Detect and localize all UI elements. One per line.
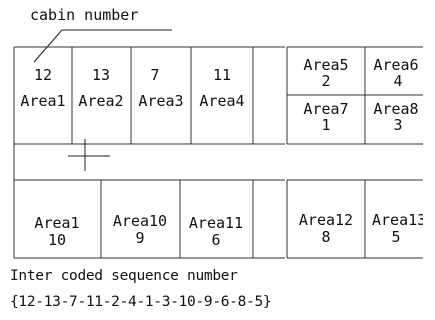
cabin-leader-line xyxy=(33,29,63,63)
cabin-number: 6 xyxy=(211,231,220,249)
area-label: Area7 xyxy=(303,100,348,118)
area-label: Area10 xyxy=(113,212,167,230)
cabin-number: 13 xyxy=(92,66,110,84)
cabin-number: 12 xyxy=(34,66,52,84)
cabin-number: 3 xyxy=(393,116,402,134)
right-bottom-row: Area12 8 Area13 5 xyxy=(299,211,426,246)
sequence-caption: Inter coded sequence number xyxy=(10,268,238,284)
cabin-number: 10 xyxy=(48,231,66,249)
left-block-lines xyxy=(13,46,285,259)
area-label: Area4 xyxy=(199,92,244,110)
cabin-number: 8 xyxy=(321,228,330,246)
area-label: Area2 xyxy=(78,92,123,110)
cabin-number: 9 xyxy=(135,229,144,247)
area-label: Area1 xyxy=(20,92,65,110)
area-label: Area6 xyxy=(373,56,418,74)
cabin-number: 1 xyxy=(321,116,330,134)
cabin-number: 11 xyxy=(213,66,231,84)
area-label: Area5 xyxy=(303,56,348,74)
cabin-number-caption: cabin number xyxy=(30,6,138,24)
left-bottom-row: Area1 10 Area10 9 Area11 6 xyxy=(34,212,243,249)
area-label: Area1 xyxy=(34,214,79,232)
sequence-value: {12-13-7-11-2-4-1-3-10-9-6-8-5} xyxy=(10,294,272,310)
right-block-lines xyxy=(286,46,423,259)
area-label: Area11 xyxy=(189,214,243,232)
left-top-row: 12 Area1 13 Area2 7 Area3 11 Area4 xyxy=(20,66,244,110)
area-label: Area12 xyxy=(299,211,353,229)
area-label: Area8 xyxy=(373,100,418,118)
cabin-number: 4 xyxy=(393,72,402,90)
cabin-number: 5 xyxy=(391,228,400,246)
crosshair-marker xyxy=(68,139,110,171)
cabin-number: 2 xyxy=(321,72,330,90)
area-label: Area3 xyxy=(138,92,183,110)
cabin-number: 7 xyxy=(150,66,159,84)
right-top-row: Area5 2 Area6 4 xyxy=(303,56,418,90)
right-middle-row: Area7 1 Area8 3 xyxy=(303,100,418,134)
area-label: Area13 xyxy=(372,211,426,229)
